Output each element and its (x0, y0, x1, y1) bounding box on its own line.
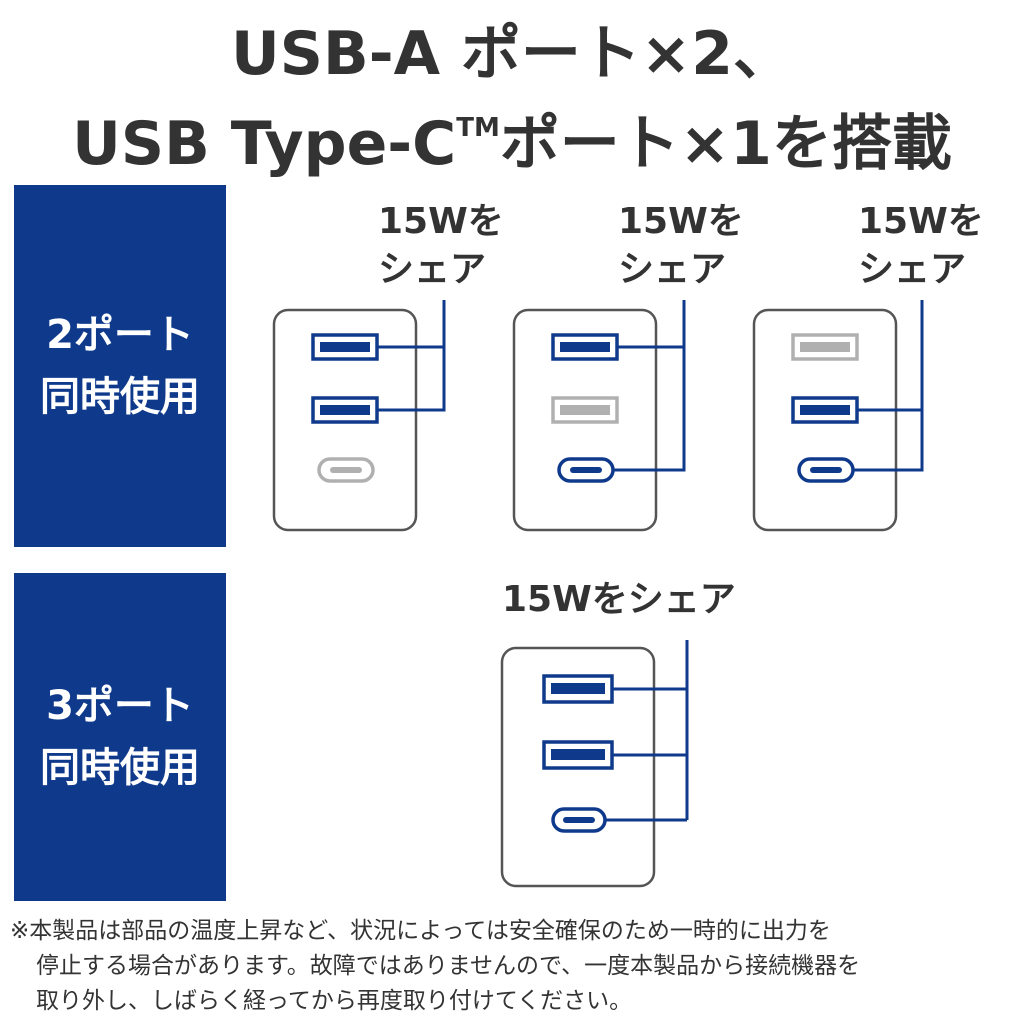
share-label-charger-1: 15Wを シェア (378, 201, 504, 290)
disclaimer-note: ※本製品は部品の温度上昇など、状況によっては安全確保のため一時的に出力を 停止す… (10, 914, 1016, 1019)
usb-a-port-tongue (320, 342, 370, 352)
charger-three-port (500, 640, 689, 888)
note-line-1: ※本製品は部品の温度上昇など、状況によっては安全確保のため一時的に出力を (10, 918, 831, 944)
usb-a-port-tongue (560, 405, 610, 415)
usb-a-port-tongue (800, 405, 850, 415)
usb-c-port-tongue (563, 817, 595, 823)
share-label-charger-2: 15Wを シェア (618, 201, 744, 290)
share-label-three-port: 15Wをシェア (502, 579, 736, 620)
title-line-1: USB-A ポート×2、 (231, 19, 793, 89)
charger-2 (512, 300, 686, 532)
usb-a-port-tongue (560, 342, 610, 352)
two-port-section-label: 2ポート 同時使用 (40, 312, 200, 420)
note-line-3: 取り外し、しばらく経ってから再度取り付けてください。 (36, 988, 633, 1014)
usb-a-port-tongue (800, 342, 850, 352)
title-usb-type-c: USB Type-C (72, 109, 457, 179)
title-port-count: ポート×1を搭載 (499, 109, 952, 179)
usb-c-port-tongue (570, 467, 602, 473)
usb-c-port-tongue (810, 467, 842, 473)
usb-a-port-tongue (320, 405, 370, 415)
title-line-2: USB Type-CTMポート×1を搭載 (0, 92, 1024, 180)
usb-c-port-tongue (330, 467, 362, 473)
note-line-2: 停止する場合があります。故障ではありませんので、一度本製品から接続機器を (36, 953, 861, 979)
charger-3 (752, 300, 924, 532)
usb-a-port-tongue (551, 749, 605, 760)
three-port-section-badge: 3ポート 同時使用 (14, 573, 226, 901)
two-port-section-badge: 2ポート 同時使用 (14, 185, 226, 547)
trademark-mark: TM (456, 113, 500, 143)
three-port-section-label: 3ポート 同時使用 (40, 683, 200, 791)
usb-a-port-tongue (551, 683, 605, 694)
charger-1 (272, 300, 446, 532)
share-label-charger-3: 15Wを シェア (858, 201, 984, 290)
